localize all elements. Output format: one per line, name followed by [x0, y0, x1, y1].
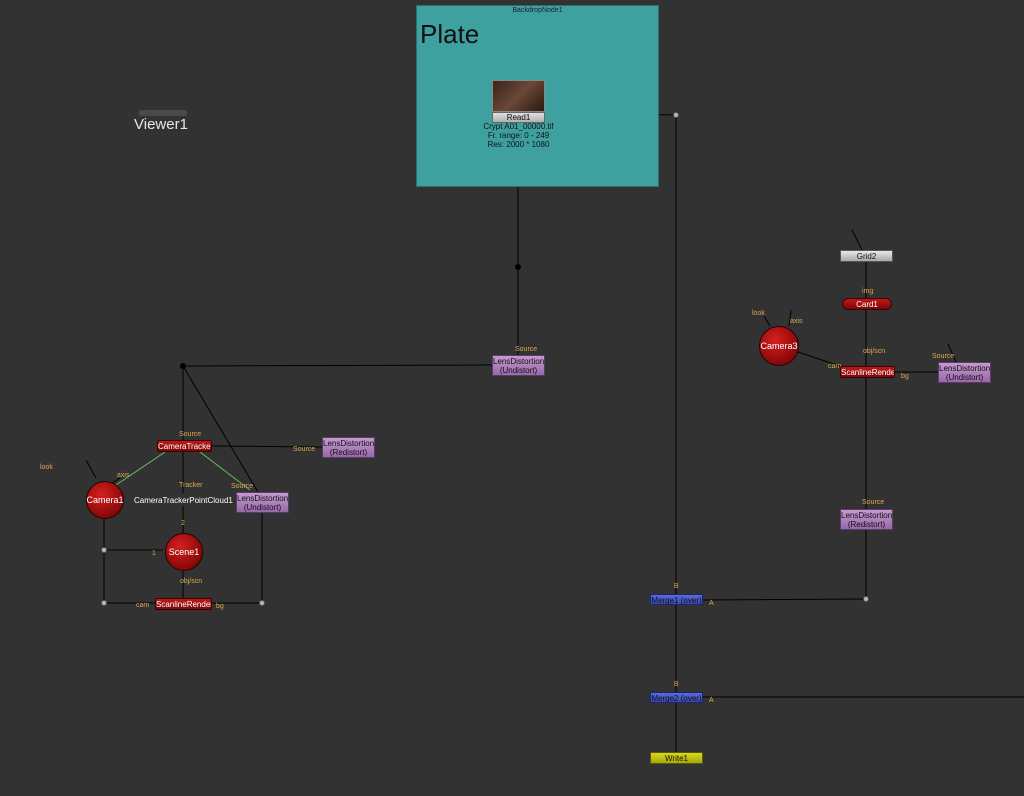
lens-distortion-undistort-top[interactable]: LensDistortion1 (Undistort)	[492, 355, 545, 376]
input-label-b: B	[674, 583, 679, 590]
scanline-render2-node[interactable]: ScanlineRender2	[840, 366, 895, 378]
scanline-render1-node[interactable]: ScanlineRender1	[155, 598, 212, 610]
input-label-one: 1	[152, 550, 156, 557]
input-label-axis: axis	[117, 472, 130, 479]
input-label-cam: cam	[136, 602, 150, 609]
input-label-obj-scn: obj/scn	[180, 578, 203, 585]
input-label-b: B	[674, 681, 679, 688]
input-label-tracker: Tracker	[179, 482, 203, 489]
input-label-look: look	[752, 310, 765, 317]
viewer-node-label[interactable]: Viewer1	[134, 116, 188, 133]
lens-distortion-redistort-left[interactable]: LensDistortion3 (Redistort)	[322, 437, 375, 458]
input-label-a: A	[709, 697, 714, 704]
lens-distortion-undistort-right[interactable]: LensDistortion (Undistort)	[938, 362, 991, 383]
camera3-node[interactable]: Camera3	[759, 326, 799, 366]
camera1-node[interactable]: Camera1	[86, 481, 124, 519]
dot-node-camera1-low[interactable]	[101, 600, 107, 606]
input-label-source: Source	[179, 431, 202, 438]
read-res: Res: 2000 * 1080	[487, 140, 550, 149]
read-range: Fr. range: 0 - 249	[487, 131, 550, 140]
read-node-thumbnail[interactable]	[492, 80, 545, 112]
input-label-source: Source	[293, 446, 316, 453]
read-file: Crypt A01_00000.tif	[483, 122, 554, 131]
dot-node-bg-left[interactable]	[259, 600, 265, 606]
read-node[interactable]: Read1	[492, 112, 545, 123]
dot-node-left[interactable]	[180, 363, 186, 369]
input-label-a: A	[709, 600, 714, 607]
input-label-bg: bg	[216, 603, 224, 610]
merge1-node[interactable]: Merge1 (over)	[650, 594, 703, 605]
input-label-look: look	[40, 464, 53, 471]
scene1-node[interactable]: Scene1	[165, 533, 203, 571]
input-label-source: Source	[231, 483, 254, 490]
dot-node-camera1[interactable]	[101, 547, 107, 553]
read-node-info: Crypt A01_00000.tif Fr. range: 0 - 249 R…	[470, 122, 567, 149]
input-label-source: Source	[515, 346, 538, 353]
input-label-img: img	[862, 288, 874, 295]
dot-node-right[interactable]	[863, 596, 869, 602]
camera-tracker-node[interactable]: CameraTracker1	[157, 440, 212, 452]
card1-node[interactable]: Card1	[842, 298, 892, 310]
input-label-cam: cam	[828, 363, 842, 370]
backdrop-label: Plate	[420, 19, 480, 49]
input-label-axis: axis	[790, 318, 803, 325]
input-label-source: Source	[862, 499, 885, 506]
write1-node[interactable]: Write1	[650, 752, 703, 764]
dot-node-read-right[interactable]	[673, 112, 679, 118]
lens-distortion-undistort-left[interactable]: LensDistortion (Undistort)	[236, 492, 289, 513]
dot-node-read-down[interactable]	[515, 264, 521, 270]
input-label-source: Source	[932, 353, 955, 360]
point-cloud-node[interactable]: CameraTrackerPointCloud1	[134, 496, 233, 505]
backdrop-title: BackdropNode1	[512, 7, 563, 14]
grid2-node[interactable]: Grid2	[840, 250, 893, 262]
merge2-node[interactable]: Merge2 (over)	[650, 692, 703, 703]
lens-distortion-redistort-right[interactable]: LensDistortion (Redistort)	[840, 509, 893, 530]
input-label-obj-scn: obj/scn	[863, 348, 886, 355]
input-label-two: 2	[181, 520, 185, 527]
viewer-tab[interactable]	[139, 110, 187, 116]
input-label-bg: bg	[901, 373, 909, 380]
